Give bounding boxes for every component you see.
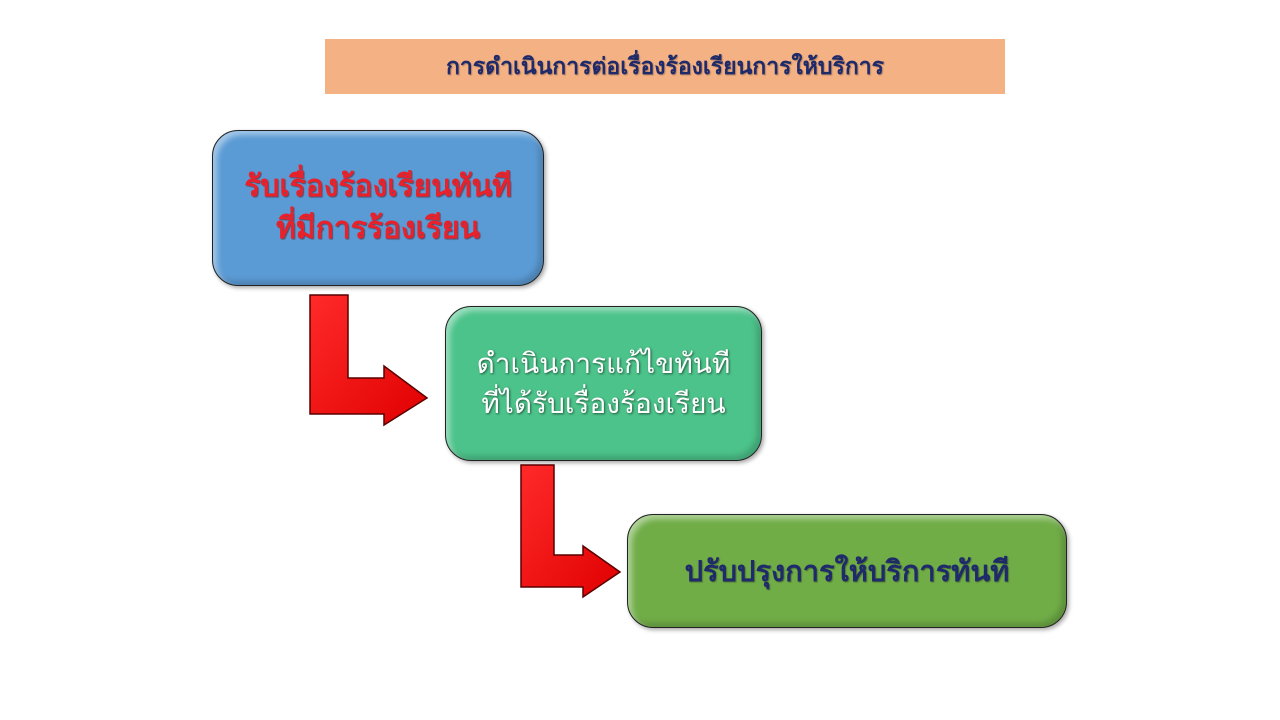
step-1-label: รับเรื่องร้องเรียนทันที ที่มีการร้องเรีย… bbox=[244, 166, 511, 250]
step-1-line-2: ที่มีการร้องเรียน bbox=[276, 211, 480, 246]
step-2-box: ดำเนินการแก้ไขทันที ที่ได้รับเรื่องร้องเ… bbox=[445, 306, 762, 461]
step-1-line-1: รับเรื่องร้องเรียนทันที bbox=[244, 169, 512, 204]
diagram-title: การดำเนินการต่อเรื่องร้องเรียนการให้บริก… bbox=[445, 53, 885, 80]
step-2-line-1: ดำเนินการแก้ไขทันที bbox=[476, 347, 731, 381]
step-1-box: รับเรื่องร้องเรียนทันที ที่มีการร้องเรีย… bbox=[212, 130, 544, 286]
bent-arrow-right-icon bbox=[520, 464, 622, 599]
diagram-title-banner: การดำเนินการต่อเรื่องร้องเรียนการให้บริก… bbox=[325, 39, 1005, 94]
step-3-label: ปรับปรุงการให้บริการทันที bbox=[685, 551, 1010, 592]
step-2-line-2: ที่ได้รับเรื่องร้องเรียน bbox=[481, 386, 726, 420]
step-3-line-1: ปรับปรุงการให้บริการทันที bbox=[684, 553, 1010, 588]
bent-arrow-right-icon bbox=[309, 294, 429, 427]
step-3-box: ปรับปรุงการให้บริการทันที bbox=[627, 514, 1067, 628]
step-2-label: ดำเนินการแก้ไขทันที ที่ได้รับเรื่องร้องเ… bbox=[477, 344, 731, 422]
